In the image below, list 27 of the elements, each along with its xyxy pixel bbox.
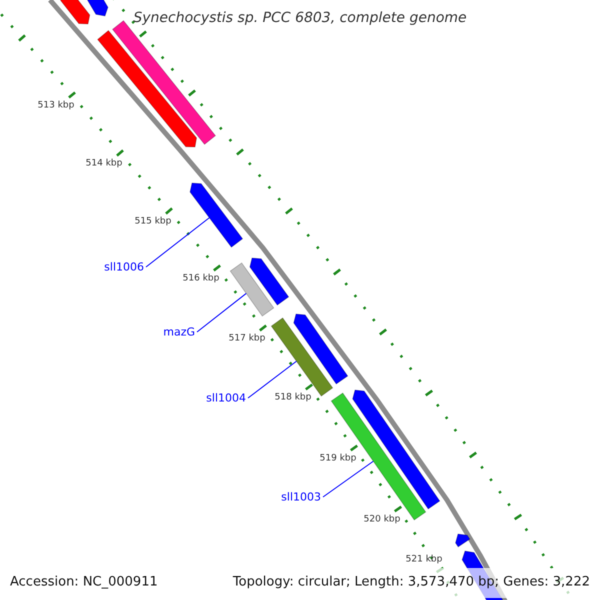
gene-feature bbox=[293, 314, 348, 385]
tick-label: 521 kbp bbox=[406, 556, 442, 564]
gene-label: sll1006 bbox=[104, 262, 144, 272]
genome-stats-text: Topology: circular; Length: 3,573,470 bp; Genes: 3,222 bbox=[232, 576, 590, 588]
gene-feature bbox=[249, 258, 290, 306]
gene-label: sll1003 bbox=[281, 492, 321, 502]
tick-label: 519 kbp bbox=[320, 454, 356, 464]
tick-label: 518 kbp bbox=[274, 394, 312, 402]
gene-label: sll1004 bbox=[206, 392, 246, 404]
gene-feature bbox=[455, 534, 470, 548]
gene-label: mazG bbox=[163, 326, 195, 338]
tick-label: 515 kbp bbox=[134, 218, 172, 226]
gene-feature bbox=[97, 30, 198, 148]
tick-label: 516 kbp bbox=[182, 274, 220, 284]
tick-label: 517 kbp bbox=[228, 334, 266, 344]
leader-line bbox=[248, 360, 297, 398]
tick-label: 514 kbp bbox=[86, 160, 122, 168]
leader-line bbox=[196, 292, 247, 332]
gene-feature bbox=[60, 0, 90, 24]
leader-line bbox=[146, 217, 210, 268]
accession-text: Accession: NC_000911 bbox=[10, 576, 158, 588]
gene-block bbox=[230, 262, 274, 317]
gene-feature bbox=[85, 0, 108, 16]
gene-feature bbox=[190, 182, 244, 248]
tick-label: 520 kbp bbox=[364, 516, 400, 524]
map-title: Synechocystis sp. PCC 6803, complete genome bbox=[133, 11, 467, 25]
tick-label: 513 kbp bbox=[38, 102, 74, 110]
